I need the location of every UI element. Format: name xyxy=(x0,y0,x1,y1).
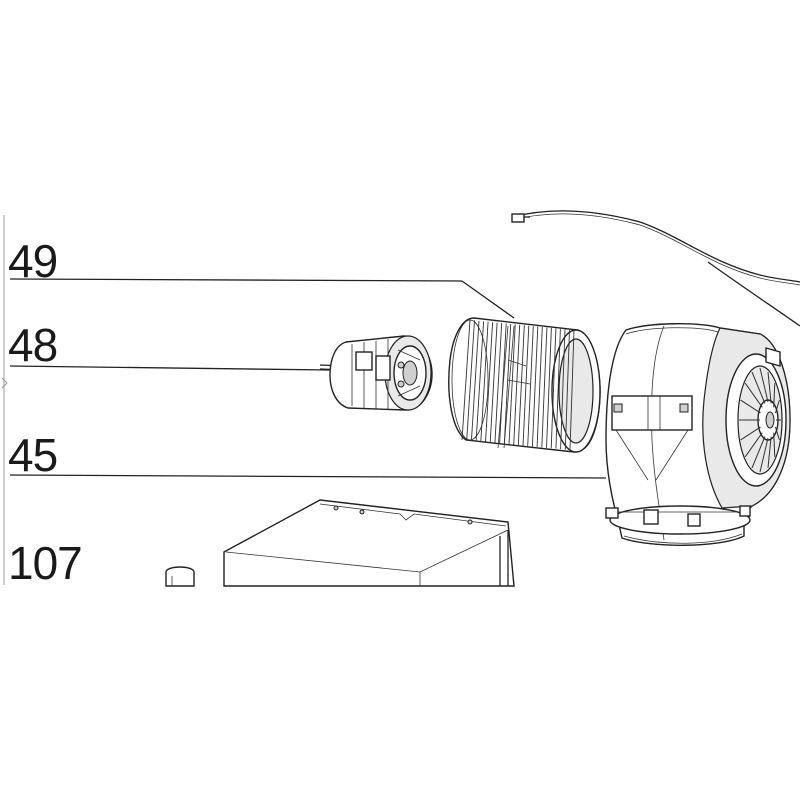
motor-icon xyxy=(319,335,433,411)
blower-housing-icon xyxy=(605,323,791,546)
leader-line-45 xyxy=(9,474,607,479)
leader-line-49 xyxy=(9,278,463,282)
part-number-45: 45 xyxy=(8,429,58,481)
control-box-icon xyxy=(223,499,515,587)
part-number-48: 48 xyxy=(8,319,58,371)
leader-line-48 xyxy=(9,365,331,371)
part-number-107: 107 xyxy=(8,537,83,589)
connector-icon xyxy=(165,566,195,587)
leader-line-49-diagonal xyxy=(461,280,515,319)
power-cable-icon xyxy=(511,210,800,327)
page-edge-mark xyxy=(1,377,8,389)
blower-wheel-icon xyxy=(448,317,601,453)
part-number-49: 49 xyxy=(8,235,58,287)
blank-area xyxy=(0,587,800,800)
